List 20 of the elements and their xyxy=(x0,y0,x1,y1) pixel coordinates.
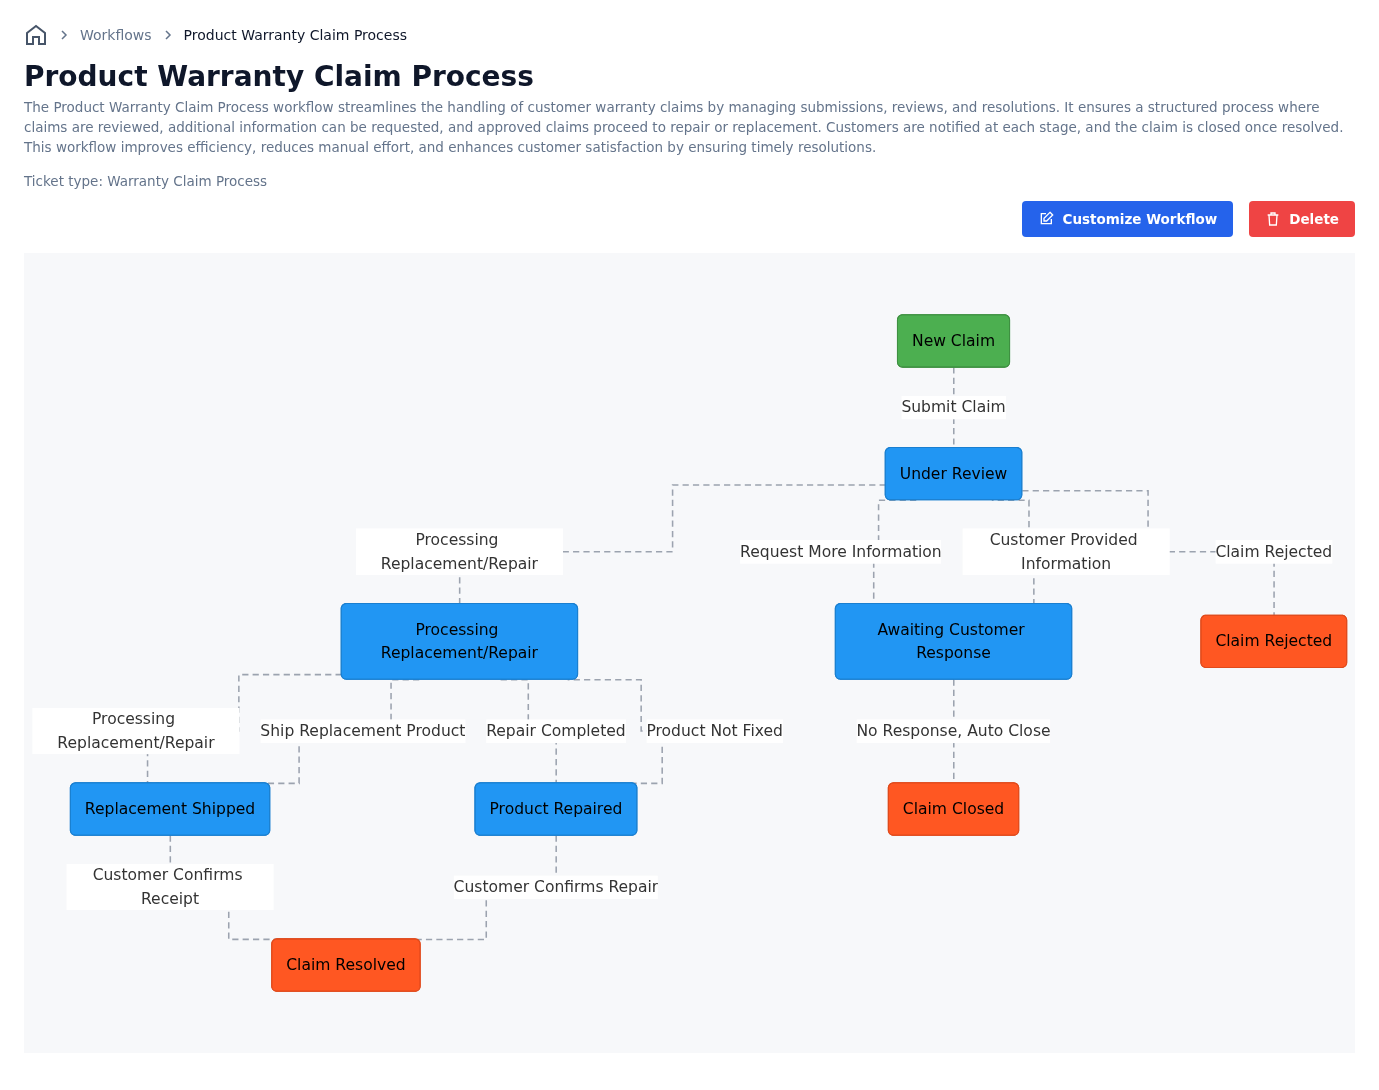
breadcrumb-current: Product Warranty Claim Process xyxy=(183,27,407,43)
edge-label: Customer Confirms Repair xyxy=(453,877,659,897)
edge-label: Processing Replacement/Repair xyxy=(57,709,215,752)
edge-label: Submit Claim xyxy=(901,397,1006,417)
edge-label: Ship Replacement Product xyxy=(260,721,466,741)
edge-label: Processing Replacement/Repair xyxy=(380,530,538,573)
delete-button: Delete xyxy=(1249,201,1355,237)
breadcrumb-link: Workflows xyxy=(80,27,152,43)
diagram-canvas: Submit Claim Processing Replacement/Repair Request More Information Customer Provided Information Claim Rejected Processing Replacement/Repair Ship Replacement Product Repair Completed Product Not Fixed No Response, Auto Close Customer Confirms Receipt Customer Confirms Repair New Claim Under Review Processing Replacement/Repair Awaiting Customer Response Claim Rejected Replacement Shipped Product Repaired Claim Closed Claim Resolved xyxy=(24,253,1355,1053)
edge-label: Customer Provided Information xyxy=(989,530,1138,573)
edge-label: Product Not Fixed xyxy=(646,721,783,741)
customize-workflow-button: Customize Workflow xyxy=(1022,201,1234,237)
edge-label: Repair Completed xyxy=(486,721,626,741)
description-text: The Product Warranty Claim Process workflow streamlines the handling of customer warranty claims by managing submissions, reviews, and resolutions. It ensures a structured process where claims are reviewed, additional information can be requested, and approved claims proceed to repair or replacement. Customers are notified at each stage, and the claim is closed once resolved. This workflow improves efficiency, reduces manual effort, and enhances customer satisfaction by ensuring timely resolutions. xyxy=(24,98,1345,157)
page-title: Product Warranty Claim Process xyxy=(24,60,535,93)
ticket-type-text: Ticket type: Warranty Claim Process xyxy=(24,173,269,189)
edge-label: Claim Rejected xyxy=(1215,542,1333,561)
edge-label: Request More Information xyxy=(740,542,942,561)
edge-label: No Response, Auto Close xyxy=(856,721,1051,741)
edge-label: Customer Confirms Receipt xyxy=(92,865,243,908)
